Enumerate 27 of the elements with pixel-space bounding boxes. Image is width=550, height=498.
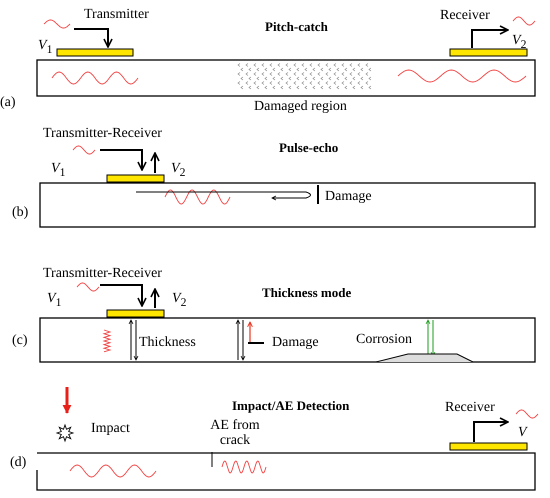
section-title: Impact/AE Detection (232, 398, 350, 413)
damage-label: Damage (272, 335, 319, 350)
role-label: Receiver (440, 8, 490, 23)
voltage-label: V$_{1}$ (47, 291, 62, 310)
panel-label: (a) (0, 95, 16, 110)
region-label: Damaged region (254, 99, 347, 114)
section-title: Pitch-catch (265, 19, 328, 34)
role-label: Transmitter (84, 7, 149, 22)
panel-label: (d) (10, 455, 26, 470)
measure-label: Thickness (139, 335, 196, 350)
role-label: Transmitter-Receiver (43, 266, 162, 281)
panel-label: (c) (12, 333, 28, 348)
voltage-label: V$_{2}$ (171, 161, 186, 180)
section-title: Pulse-echo (279, 140, 338, 155)
event-label: AE from crack (209, 418, 261, 448)
voltage-label: V$_{2}$ (512, 33, 526, 52)
event-label: Impact (91, 421, 130, 436)
voltage-label: V$_{1}$ (51, 161, 66, 180)
role-label: Receiver (445, 400, 495, 415)
section-title: Thickness mode (262, 285, 352, 300)
role-label: Transmitter-Receiver (43, 126, 162, 141)
panel-label: (b) (12, 205, 28, 220)
damage-label: Corrosion (356, 332, 412, 347)
voltage-label: V$_{1}$ (38, 38, 52, 57)
damage-label: Damage (325, 189, 372, 204)
voltage-label: V (518, 425, 527, 440)
voltage-label: V$_{2}$ (172, 291, 186, 310)
